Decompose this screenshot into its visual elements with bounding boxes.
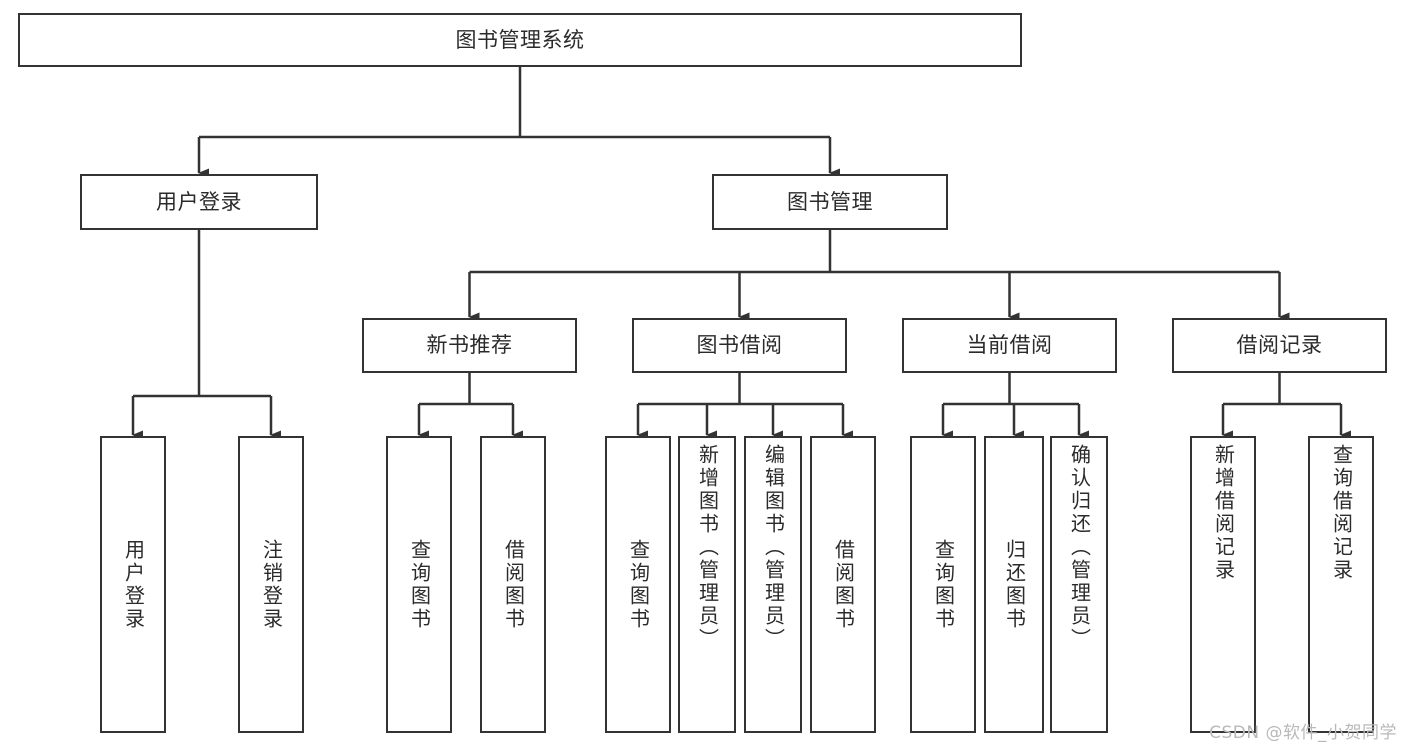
node-label: 借阅图书 [831,538,856,631]
node-leaf-edit-book[interactable]: 编辑图书（管理员） [744,436,802,733]
node-label: 编辑图书（管理员） [761,444,786,651]
node-leaf-confirm[interactable]: 确认归还（管理员） [1050,436,1108,733]
node-label: 用户登录 [121,538,146,631]
node-root[interactable]: 图书管理系统 [18,13,1022,67]
node-label: 确认归还（管理员） [1067,444,1092,651]
node-leaf-query-2[interactable]: 查询图书 [605,436,671,733]
node-borrow-record[interactable]: 借阅记录 [1172,318,1387,373]
node-new-book-rec[interactable]: 新书推荐 [362,318,577,373]
node-leaf-query-3[interactable]: 查询图书 [910,436,976,733]
node-leaf-query-rec[interactable]: 查询借阅记录 [1308,436,1374,733]
node-label: 查询图书 [931,538,956,631]
node-label: 新增图书（管理员） [695,444,720,651]
node-leaf-logout[interactable]: 注销登录 [238,436,304,733]
node-label: 图书管理 [787,189,873,214]
node-label: 归还图书 [1002,538,1027,631]
watermark: CSDN @软件_小贺同学 [1209,723,1397,743]
node-label: 查询图书 [407,538,432,631]
node-leaf-add-book[interactable]: 新增图书（管理员） [678,436,736,733]
node-leaf-add-rec[interactable]: 新增借阅记录 [1190,436,1256,733]
node-label: 注销登录 [259,538,284,631]
node-leaf-return[interactable]: 归还图书 [984,436,1044,733]
node-label: 查询图书 [626,538,651,631]
node-leaf-user-login[interactable]: 用户登录 [100,436,166,733]
node-leaf-query-1[interactable]: 查询图书 [386,436,452,733]
node-label: 查询借阅记录 [1329,444,1354,582]
node-user-login[interactable]: 用户登录 [80,174,318,230]
node-book-manage[interactable]: 图书管理 [712,174,948,230]
node-label: 新增借阅记录 [1211,444,1236,582]
node-label: 新书推荐 [426,333,513,358]
node-label: 图书借阅 [696,333,783,358]
node-label: 图书管理系统 [455,27,585,52]
node-current-borrow[interactable]: 当前借阅 [902,318,1117,373]
node-label: 当前借阅 [966,333,1053,358]
node-book-borrow[interactable]: 图书借阅 [632,318,847,373]
node-leaf-borrow-1[interactable]: 借阅图书 [480,436,546,733]
node-label: 借阅图书 [501,538,526,631]
node-label: 借阅记录 [1236,333,1323,358]
node-leaf-borrow-2[interactable]: 借阅图书 [810,436,876,733]
edge-paths [131,67,1351,440]
node-label: 用户登录 [156,189,242,214]
